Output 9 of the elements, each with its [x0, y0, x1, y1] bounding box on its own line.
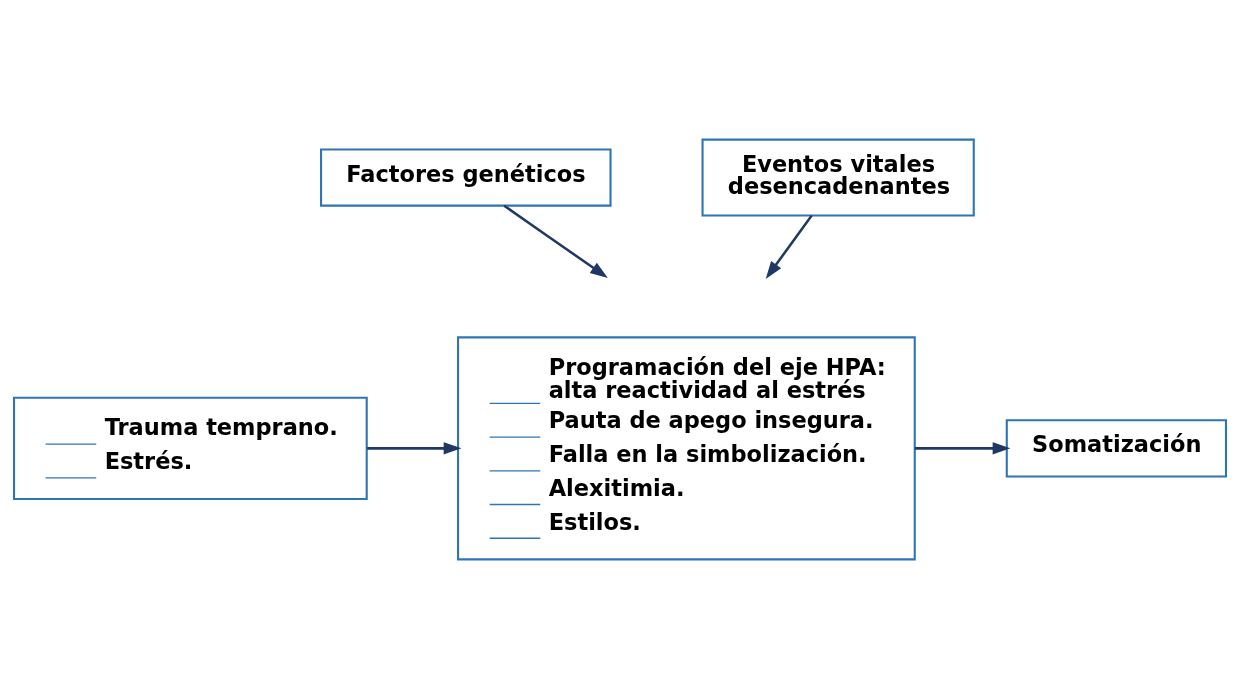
node-box: Programación del eje HPA: alta reactividad al estrés Pauta de apego insegura. Falla en la simbolización. Alexitimia. Estilos.: [457, 336, 916, 561]
node-box: Factores genéticos: [320, 148, 612, 207]
node-box: Eventos vitales desencadenantes: [701, 138, 975, 217]
arrow: [503, 204, 608, 278]
arrow: [367, 442, 462, 455]
node-box: Trauma temprano. Estrés.: [12, 396, 368, 500]
arrow: [914, 442, 1011, 455]
node-box: Somatización: [1005, 419, 1228, 478]
arrow: [765, 214, 813, 279]
